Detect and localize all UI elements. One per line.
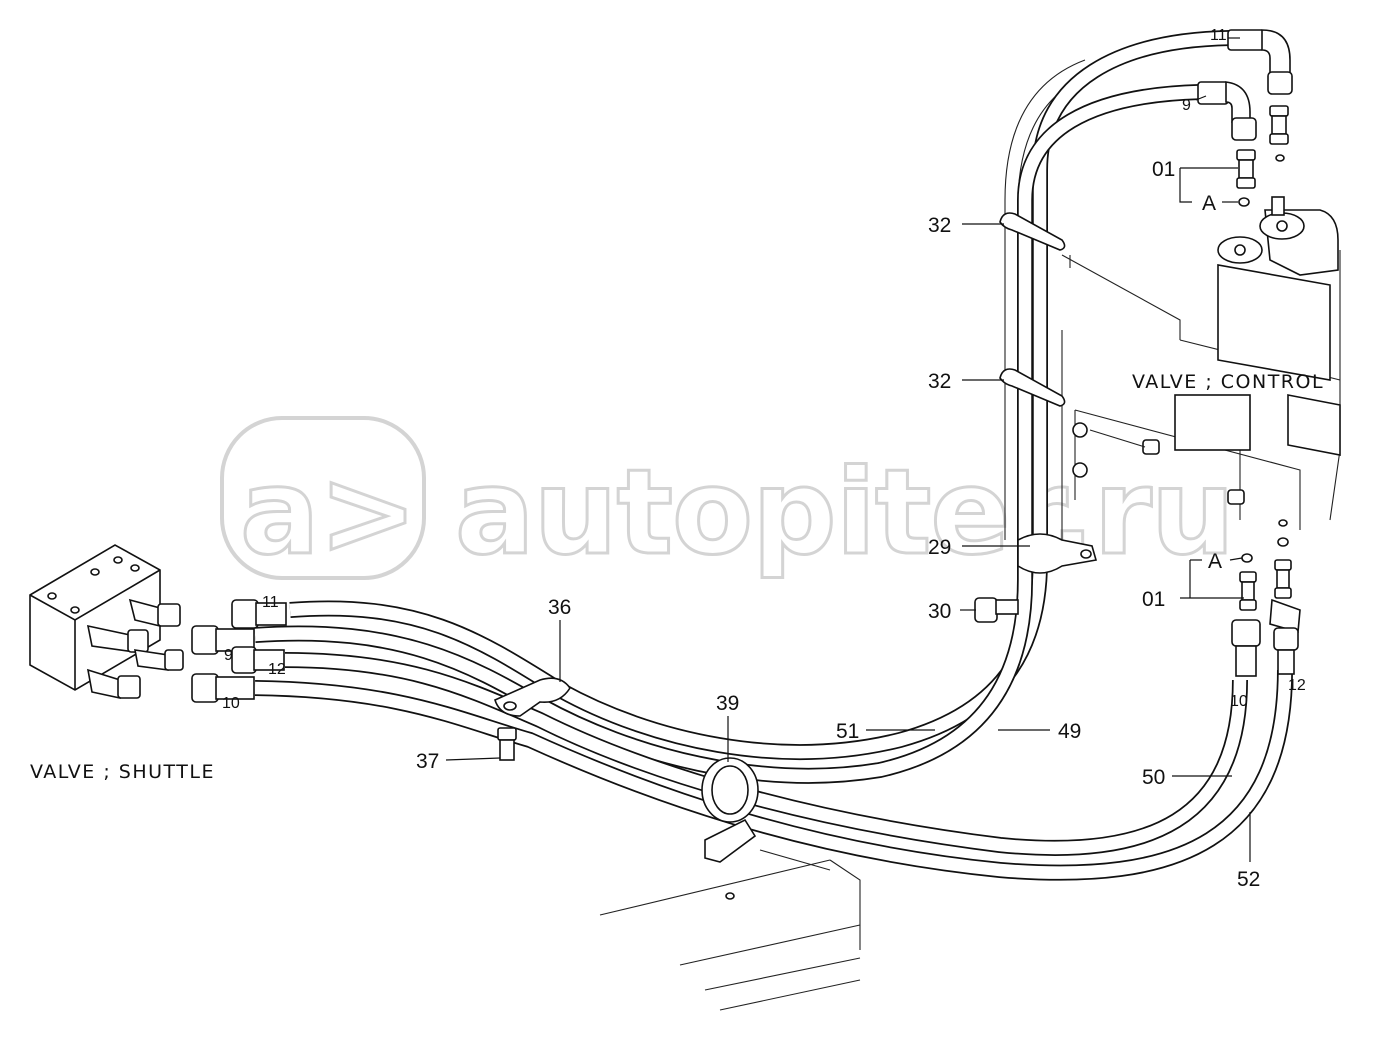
oring-a-mid [1241,553,1253,563]
callout-9-left: 9 [224,647,233,664]
callout-32-lower: 32 [928,370,951,393]
callout-a-mid: A [1208,550,1222,573]
clamps [494,212,1098,900]
callout-51: 51 [836,720,859,743]
callout-12-left: 12 [268,661,286,678]
callout-36: 36 [548,596,571,619]
callout-39: 39 [716,692,739,715]
caption-shuttle-valve: VALVE ; SHUTTLE [30,761,215,783]
callout-30: 30 [928,600,951,623]
callout-52: 52 [1237,868,1260,891]
caption-control-valve: VALVE ; CONTROL [1132,371,1324,393]
watermark: a> autopiter.ru [220,416,1236,583]
callout-12-right: 12 [1288,677,1306,694]
oring-a-top [1238,197,1250,207]
callout-01-top: 01 [1152,158,1175,181]
hose-assembly [254,30,1293,881]
callout-10-right: 10 [1230,693,1248,710]
watermark-text: autopiter.ru [455,443,1234,581]
callout-01-mid: 01 [1142,588,1165,611]
watermark-logo-text: a> [240,443,417,581]
left-hose-fittings [191,599,287,703]
machine-frame [599,59,1341,1011]
watermark-logo-frame [220,416,426,580]
clamp-29 [1017,533,1098,574]
bolt-37 [497,727,517,761]
callout-32-upper: 32 [928,214,951,237]
callout-37: 37 [416,750,439,773]
top-hose-fittings [1197,29,1293,141]
callout-9-top: 9 [1182,97,1191,114]
top-adapters [1236,105,1289,207]
right-lower-fittings [1231,519,1301,677]
leader-lines [445,37,1251,862]
callout-50: 50 [1142,766,1165,789]
callout-10-left: 10 [222,695,240,712]
callout-49: 49 [1058,720,1081,743]
callout-11-top: 11 [1210,27,1227,44]
callout-11-left: 11 [262,594,279,611]
control-valve-block [1072,196,1341,505]
callout-labels: 11 9 01 A 32 32 29 30 A 01 10 12 11 9 12… [222,27,1306,891]
callout-a-top: A [1202,192,1216,215]
callout-29: 29 [928,536,951,559]
clamp-32-upper [999,212,1066,251]
clamp-32-lower [999,368,1066,407]
shuttle-valve-block [29,544,184,699]
bolt-30 [974,597,1019,623]
